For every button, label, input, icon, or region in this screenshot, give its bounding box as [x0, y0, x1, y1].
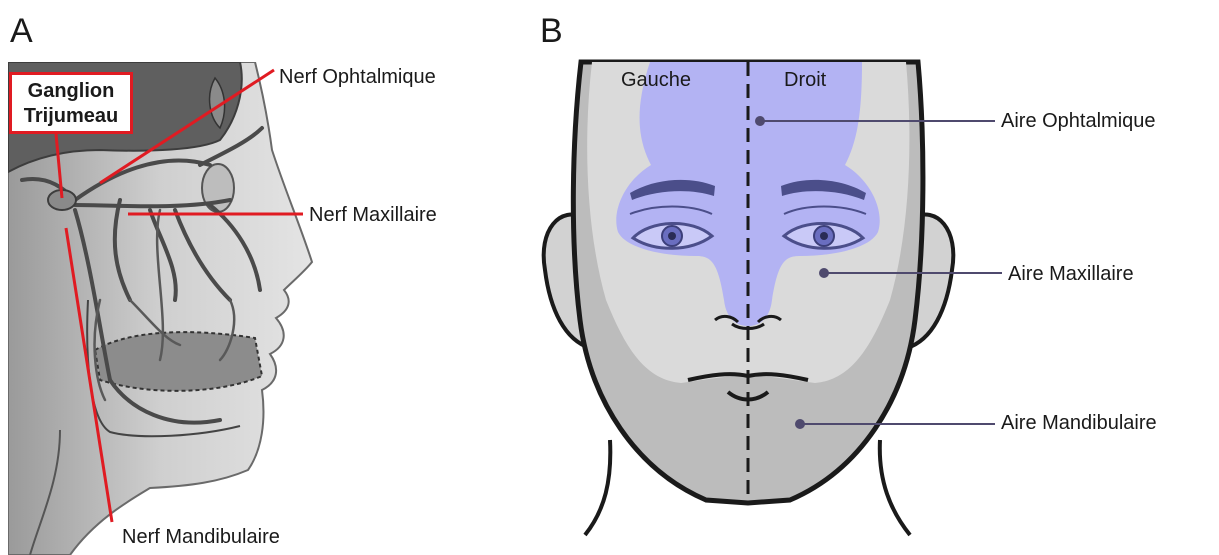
leader-aire-mandibulaire-dot	[796, 420, 804, 428]
label-nerf-mandibulaire: Nerf Mandibulaire	[122, 527, 280, 547]
neck-right	[880, 440, 910, 535]
label-nerf-maxillaire: Nerf Maxillaire	[309, 205, 437, 225]
label-gauche: Gauche	[621, 70, 691, 90]
label-nerf-ophtalmique: Nerf Ophtalmique	[279, 67, 436, 87]
leader-aire-ophtalmique-dot	[756, 117, 764, 125]
panel-a-illustration	[8, 62, 312, 555]
leader-aire-maxillaire-dot	[820, 269, 828, 277]
ganglion-label-box: Ganglion Trijumeau	[9, 72, 133, 134]
label-aire-mandibulaire: Aire Mandibulaire	[1001, 413, 1157, 433]
label-droit: Droit	[784, 70, 826, 90]
ganglion-label-line2: Trijumeau	[9, 106, 133, 126]
panel-a-letter: A	[10, 14, 33, 48]
neck-left	[585, 440, 610, 535]
panel-b-letter: B	[540, 14, 563, 48]
panel-b-illustration	[544, 62, 954, 535]
label-aire-ophtalmique: Aire Ophtalmique	[1001, 111, 1156, 131]
upper-teeth-row	[95, 332, 262, 391]
ganglion-label-line1: Ganglion	[9, 81, 133, 101]
label-aire-maxillaire: Aire Maxillaire	[1008, 264, 1134, 284]
